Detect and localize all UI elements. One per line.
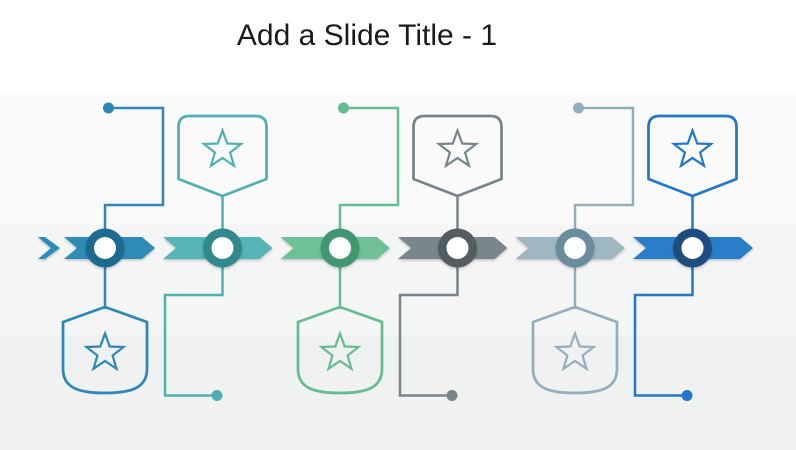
endpoint-dot xyxy=(338,102,349,114)
star-badge xyxy=(61,305,149,395)
star-badge xyxy=(647,114,738,198)
connector-elbow xyxy=(338,106,400,247)
slide-title[interactable]: Add a Slide Title - 1 xyxy=(237,19,497,52)
endpoint-dot xyxy=(446,390,458,401)
star-badge xyxy=(531,305,619,395)
connector-elbow xyxy=(633,249,694,397)
background-band xyxy=(0,0,796,95)
marker-center-3 xyxy=(329,237,351,259)
marker-center-1 xyxy=(94,237,116,259)
milestone-markers xyxy=(85,228,712,268)
milestone-4[interactable] xyxy=(398,114,503,401)
star-badge xyxy=(412,114,503,198)
endpoint-dot xyxy=(103,102,114,114)
connector-elbow xyxy=(398,249,459,397)
timeline-start-cap xyxy=(38,237,60,259)
star-badge xyxy=(296,305,384,395)
background-band xyxy=(0,335,796,450)
star-badge xyxy=(177,114,268,198)
connector-elbow xyxy=(573,106,635,247)
connector-elbow xyxy=(163,249,224,397)
endpoint-dot xyxy=(681,390,693,401)
marker-center-2 xyxy=(211,237,234,259)
connector-elbow xyxy=(103,106,165,247)
milestone-6[interactable] xyxy=(633,114,738,401)
endpoint-dot xyxy=(573,102,584,114)
marker-center-6 xyxy=(681,237,704,259)
endpoint-dot xyxy=(211,390,223,401)
marker-center-4 xyxy=(446,237,469,259)
marker-center-5 xyxy=(564,237,586,259)
